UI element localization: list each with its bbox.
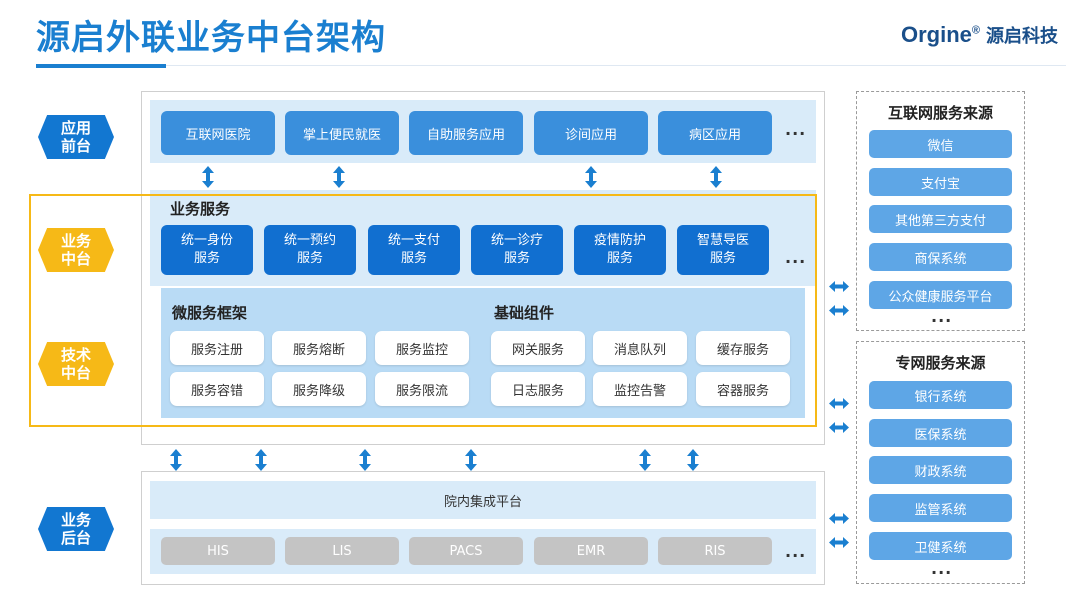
double-arrow-icon <box>202 166 214 188</box>
source-alipay: 支付宝 <box>869 168 1012 196</box>
internet-sources-title: 互联网服务来源 <box>887 104 993 122</box>
ms-monitor: 服务监控 <box>375 331 469 365</box>
ms-circuit-breaker: 服务熔断 <box>272 331 366 365</box>
svc-treatment: 统一诊疗 服务 <box>471 225 563 275</box>
bc-cache: 缓存服务 <box>696 331 790 365</box>
app-clinic: 诊间应用 <box>534 111 648 155</box>
source-health-commission: 卫健系统 <box>869 532 1012 560</box>
double-arrow-icon <box>333 166 345 188</box>
system-pacs: PACS <box>409 537 523 565</box>
app-internet-hospital: 互联网医院 <box>161 111 275 155</box>
double-arrow-icon <box>829 305 849 316</box>
source-public-health-platform: 公众健康服务平台 <box>869 281 1012 309</box>
brand-name: 源启科技 <box>986 26 1058 47</box>
private-sources-panel: 专网服务来源 银行系统 医保系统 财政系统 监管系统 卫健系统 ··· <box>856 341 1025 584</box>
double-arrow-icon <box>829 398 849 409</box>
svc-more-dots: ··· <box>785 252 807 271</box>
business-services-title: 业务服务 <box>170 200 231 218</box>
private-sources-title: 专网服务来源 <box>895 354 986 372</box>
internet-sources-more-dots: ··· <box>931 311 953 330</box>
double-arrow-icon <box>255 449 267 471</box>
app-self-service: 自助服务应用 <box>409 111 523 155</box>
system-emr: EMR <box>534 537 648 565</box>
system-his: HIS <box>161 537 275 565</box>
double-arrow-icon <box>829 513 849 524</box>
double-arrow-icon <box>359 449 371 471</box>
ms-register: 服务注册 <box>170 331 264 365</box>
double-arrow-icon <box>465 449 477 471</box>
base-components-title: 基础组件 <box>494 304 555 322</box>
ms-rate-limit: 服务限流 <box>375 372 469 406</box>
double-arrow-icon <box>829 281 849 292</box>
source-bank: 银行系统 <box>869 381 1012 409</box>
source-commercial-insurance: 商保系统 <box>869 243 1012 271</box>
app-mobile-care: 掌上便民就医 <box>285 111 399 155</box>
side-label-app-front: 应用 前台 <box>38 115 114 159</box>
side-label-business-middle: 业务 中台 <box>38 228 114 272</box>
side-label-business-back: 业务 后台 <box>38 507 114 551</box>
source-medical-insurance: 医保系统 <box>869 419 1012 447</box>
system-lis: LIS <box>285 537 399 565</box>
backend-more-dots: ··· <box>785 546 807 565</box>
double-arrow-icon <box>710 166 722 188</box>
page-title: 源启外联业务中台架构 <box>36 18 386 58</box>
microservice-title: 微服务框架 <box>172 304 248 322</box>
bc-message-queue: 消息队列 <box>593 331 687 365</box>
double-arrow-icon <box>585 166 597 188</box>
bc-alerting: 监控告警 <box>593 372 687 406</box>
svc-epidemic: 疫情防护 服务 <box>574 225 666 275</box>
app-more-dots: ··· <box>785 124 807 143</box>
double-arrow-icon <box>639 449 651 471</box>
svc-appointment: 统一预约 服务 <box>264 225 356 275</box>
double-arrow-icon <box>170 449 182 471</box>
brand: Orgine® 源启科技 <box>901 22 1058 48</box>
ms-degrade: 服务降级 <box>272 372 366 406</box>
double-arrow-icon <box>829 422 849 433</box>
brand-logo: Orgine® <box>900 22 980 47</box>
system-ris: RIS <box>658 537 772 565</box>
private-sources-more-dots: ··· <box>931 563 953 582</box>
svc-identity: 统一身份 服务 <box>161 225 253 275</box>
source-regulatory: 监管系统 <box>869 494 1012 522</box>
bc-gateway: 网关服务 <box>491 331 585 365</box>
title-underline <box>36 64 166 68</box>
svc-smart-guide: 智慧导医 服务 <box>677 225 769 275</box>
bc-container: 容器服务 <box>696 372 790 406</box>
middle-platform-highlight-frame <box>29 194 817 427</box>
source-finance: 财政系统 <box>869 456 1012 484</box>
integration-platform: 院内集成平台 <box>150 481 816 519</box>
ms-fault-tolerance: 服务容错 <box>170 372 264 406</box>
internet-sources-panel: 互联网服务来源 微信 支付宝 其他第三方支付 商保系统 公众健康服务平台 ··· <box>856 91 1025 331</box>
title-divider <box>166 65 1066 66</box>
source-third-party-pay: 其他第三方支付 <box>869 205 1012 233</box>
bc-logging: 日志服务 <box>491 372 585 406</box>
double-arrow-icon <box>687 449 699 471</box>
source-wechat: 微信 <box>869 130 1012 158</box>
double-arrow-icon <box>829 537 849 548</box>
svc-payment: 统一支付 服务 <box>368 225 460 275</box>
app-ward: 病区应用 <box>658 111 772 155</box>
side-label-tech-middle: 技术 中台 <box>38 342 114 386</box>
